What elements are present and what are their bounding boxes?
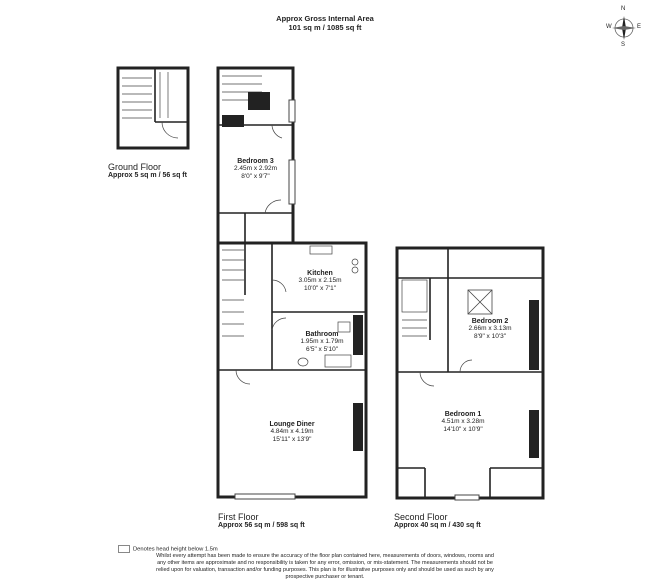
door-swings xyxy=(161,121,473,387)
compass-n-label: N xyxy=(621,6,626,12)
room-name: Bedroom 1 xyxy=(444,411,482,418)
head-height-legend: Denotes head height below 1.5m xyxy=(118,545,218,553)
room-bedroom-1: Bedroom 1 4.51m x 3.28m 14'10" x 10'9" xyxy=(425,411,501,434)
room-metric: 2.66m x 3.13m xyxy=(468,325,512,332)
room-imperial: 14'10" x 10'9" xyxy=(443,426,483,433)
first-floor-caption: First Floor Approx 56 sq m / 598 sq ft xyxy=(218,512,305,529)
room-metric: 4.84m x 4.19m xyxy=(270,428,314,435)
room-imperial: 8'9" x 10'3" xyxy=(473,333,507,340)
room-metric: 2.45m x 2.92m xyxy=(234,165,277,172)
first-stairs-side xyxy=(222,249,244,337)
room-kitchen: Kitchen 3.05m x 2.15m 10'0" x 7'1" xyxy=(284,270,356,293)
skylight xyxy=(467,289,493,315)
compass-e-label: E xyxy=(637,24,642,30)
lounge-chimney xyxy=(353,403,363,451)
room-metric: 1.95m x 1.79m xyxy=(300,338,344,345)
legend-swatch xyxy=(118,545,130,553)
gross-area-value: 101 sq m / 1085 sq ft xyxy=(288,23,362,32)
compass-w-label: W xyxy=(606,24,612,30)
room-imperial: 10'0" x 7'1" xyxy=(303,285,337,292)
first-floor-area: Approx 56 sq m / 598 sq ft xyxy=(218,522,305,529)
room-imperial: 15'11" x 13'9" xyxy=(272,436,312,443)
room-lounge-diner: Lounge Diner 4.84m x 4.19m 15'11" x 13'9… xyxy=(252,421,332,444)
room-name: Bedroom 3 xyxy=(237,158,274,165)
disclaimer-text: Whilst every attempt has been made to en… xyxy=(156,553,494,580)
room-metric: 4.51m x 3.28m xyxy=(441,418,485,425)
ground-floor-name: Ground Floor xyxy=(108,162,162,172)
legend-text: Denotes head height below 1.5m xyxy=(133,546,218,553)
gross-area-title: Approx Gross Internal Area xyxy=(276,14,374,23)
ground-stairs xyxy=(122,72,169,119)
compass-s-label: S xyxy=(621,42,626,48)
gross-area-header: Approx Gross Internal Area 101 sq m / 10… xyxy=(0,14,650,32)
ground-floor-outline xyxy=(116,66,190,150)
room-bathroom: Bathroom 1.95m x 1.79m 6'5" x 5'10" xyxy=(289,331,355,354)
room-imperial: 6'5" x 5'10" xyxy=(305,346,339,353)
windows xyxy=(234,99,480,501)
room-name: Bedroom 2 xyxy=(471,318,509,325)
second-floor-caption: Second Floor Approx 40 sq m / 430 sq ft xyxy=(394,512,481,529)
compass-rose-icon xyxy=(612,16,636,40)
room-name: Bathroom xyxy=(305,331,339,338)
room-name: Lounge Diner xyxy=(269,421,315,428)
ground-floor-area: Approx 5 sq m / 56 sq ft xyxy=(108,172,187,179)
second-stairs xyxy=(401,279,428,337)
ground-floor-caption: Ground Floor Approx 5 sq m / 56 sq ft xyxy=(108,162,187,179)
second-floor-area: Approx 40 sq m / 430 sq ft xyxy=(394,522,481,529)
bedroom1-chimney xyxy=(529,410,539,458)
room-bedroom-2: Bedroom 2 2.66m x 3.13m 8'9" x 10'3" xyxy=(455,318,525,341)
second-floor-outline xyxy=(395,246,545,500)
bathroom-fittings xyxy=(297,321,352,368)
first-floor-name: First Floor xyxy=(218,512,259,522)
room-imperial: 8'0" x 9'7" xyxy=(241,173,270,180)
kitchen-fittings xyxy=(309,245,359,274)
bathroom-wall-block xyxy=(353,315,363,355)
stair-newel xyxy=(248,92,270,110)
room-bedroom-3: Bedroom 3 2.45m x 2.92m 8'0" x 9'7" xyxy=(218,158,293,181)
second-floor-name: Second Floor xyxy=(394,512,448,522)
room-metric: 3.05m x 2.15m xyxy=(298,277,342,284)
bedroom2-chimney xyxy=(529,300,539,370)
room-name: Kitchen xyxy=(307,270,333,277)
stair-block xyxy=(222,115,244,127)
